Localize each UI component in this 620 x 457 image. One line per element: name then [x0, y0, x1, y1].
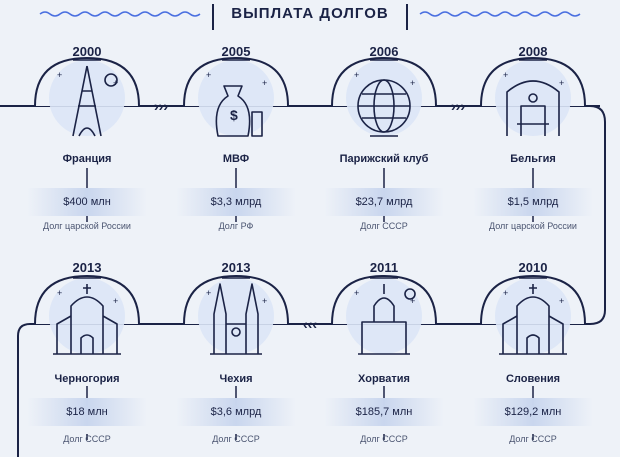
debt-note: Долг СССР [212, 434, 260, 444]
debt-note: Долг царской России [43, 221, 131, 231]
svg-text:+: + [410, 296, 415, 306]
fountain-icon: ++ [480, 56, 586, 222]
amount-value: $185,7 млн [324, 398, 444, 426]
svg-text:+: + [262, 296, 267, 306]
debt-note: Долг СССР [360, 434, 408, 444]
country-label: Бельгия [510, 153, 556, 165]
svg-text:+: + [559, 78, 564, 88]
amount-value: $129,2 млн [473, 398, 593, 426]
amount-value: $18 млн [27, 398, 147, 426]
country-label: МВФ [222, 153, 250, 165]
country-label: Хорватия [358, 373, 410, 385]
debt-note: Долг СССР [63, 434, 111, 444]
year-label: 2000 [72, 44, 102, 59]
svg-text:+: + [206, 288, 211, 298]
country-label: Франция [62, 153, 112, 165]
year-label: 2013 [72, 260, 102, 275]
amount-value: $3,6 млрд [176, 398, 296, 426]
left-connector [17, 323, 31, 457]
amount-value: $3,3 млрд [176, 188, 296, 216]
header-wave-left [39, 11, 201, 17]
right-connector [570, 105, 606, 325]
debt-note: Долг СССР [509, 434, 557, 444]
svg-text:+: + [503, 70, 508, 80]
globe-icon: ++ [331, 56, 437, 222]
year-label: 2005 [221, 44, 251, 59]
amount-value: $400 млн [27, 188, 147, 216]
direction-arrow: ››› [154, 98, 168, 114]
debt-note: Долг РФ [218, 221, 254, 231]
cathedral-icon: ++ [480, 274, 586, 440]
gothic-cathedral-icon: ++ [183, 274, 289, 440]
country-label: Парижский клуб [339, 153, 429, 165]
svg-text:+: + [503, 288, 508, 298]
year-label: 2013 [221, 260, 251, 275]
country-label: Словения [505, 373, 561, 385]
eiffel-tower-icon: ++ [34, 56, 140, 222]
amount-value: $23,7 млрд [324, 188, 444, 216]
year-label: 2010 [518, 260, 548, 275]
svg-text:+: + [410, 78, 415, 88]
svg-text:+: + [57, 70, 62, 80]
church-icon: ++ [331, 274, 437, 440]
direction-arrow: ‹‹‹ [303, 316, 317, 332]
year-label: 2006 [369, 44, 399, 59]
amount-value: $1,5 млрд [473, 188, 593, 216]
svg-text:$: $ [230, 107, 238, 123]
debt-note: Долг царской России [489, 221, 577, 231]
svg-text:+: + [354, 70, 359, 80]
svg-text:+: + [354, 288, 359, 298]
country-label: Чехия [219, 373, 253, 385]
svg-text:+: + [57, 288, 62, 298]
svg-text:+: + [206, 70, 211, 80]
country-label: Черногория [54, 373, 120, 385]
monastery-icon: ++ [34, 274, 140, 440]
direction-arrow: ››› [451, 98, 465, 114]
year-label: 2011 [369, 260, 399, 275]
debt-note: Долг СССР [360, 221, 408, 231]
page-title: ВЫПЛАТА ДОЛГОВ [231, 5, 389, 22]
header-wave-right [419, 11, 581, 17]
svg-text:+: + [113, 296, 118, 306]
year-label: 2008 [518, 44, 548, 59]
money-bag-icon: + + $ [183, 56, 289, 222]
svg-text:+: + [262, 78, 267, 88]
svg-text:+: + [559, 296, 564, 306]
